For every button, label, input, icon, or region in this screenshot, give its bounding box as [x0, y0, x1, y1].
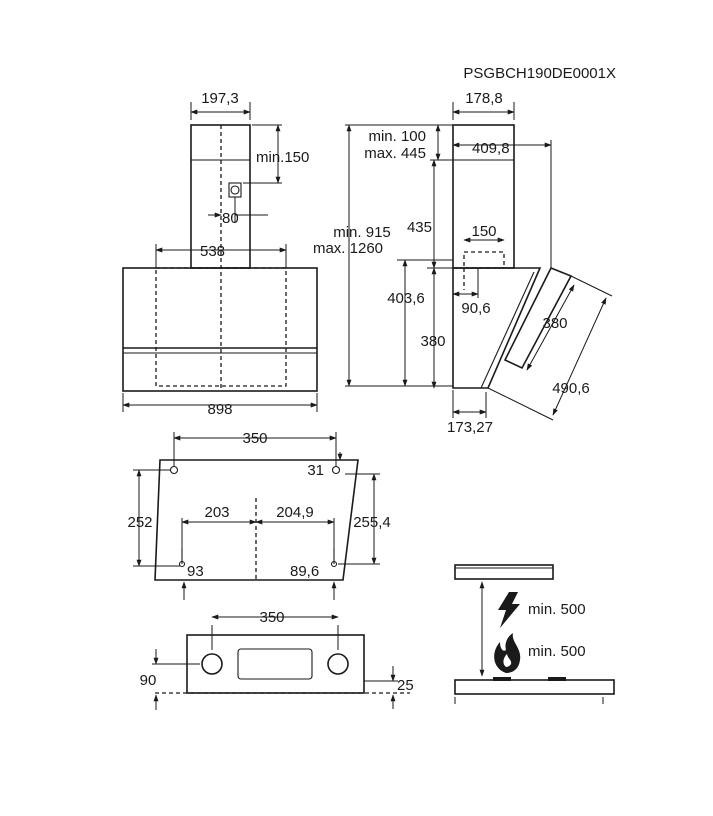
dim-bottom-left: 93	[187, 563, 204, 580]
side-canopy	[452, 267, 542, 389]
clearance-electric-label: min. 500	[528, 601, 586, 618]
display-cutout	[237, 648, 313, 680]
dim-bracket-height: 90	[140, 672, 157, 689]
dim-bracket-offset: 25	[397, 677, 414, 694]
hob-shape	[454, 679, 615, 695]
top-bracket-view: 350 31 252 203 204,9 255,4 93 89,6	[127, 430, 391, 600]
dim-depth-total: 409,8	[472, 140, 510, 157]
control-bracket	[186, 634, 365, 694]
dim-chimney-depth: 178,8	[465, 90, 503, 107]
flame-icon	[494, 633, 521, 673]
front-canopy	[122, 267, 318, 392]
dim-chimney-height: 435	[407, 219, 432, 236]
dim-opening-width: 538	[200, 243, 225, 260]
dim-height-max: max. 1260	[313, 240, 383, 257]
dim-canopy-height: 403,6	[387, 290, 425, 307]
side-view: 178,8 409,8 min. 100 max. 445 min. 915 m…	[313, 90, 613, 436]
bracket-plate	[154, 459, 359, 581]
clearance-view: min. 500 min. 500	[454, 564, 615, 704]
dim-bottom-right: 89,6	[290, 563, 319, 580]
dim-vent-offset: 90,6	[461, 300, 490, 317]
hole	[331, 465, 341, 475]
dim-hole-depth: 31	[307, 462, 324, 479]
dim-height-min: min. 915	[333, 224, 391, 241]
hole	[201, 653, 223, 675]
dim-vent-width: 150	[471, 223, 496, 240]
hole	[327, 653, 349, 675]
front-view: 197,3 min.150 80 538 898	[122, 90, 318, 418]
dim-bottom-hole-spacing: 350	[259, 609, 284, 626]
dim-chimney-width: 197,3	[201, 90, 239, 107]
lightning-icon	[498, 592, 520, 628]
dim-top-gap-min: min. 100	[368, 128, 426, 145]
dim-glass-height: 380	[542, 315, 567, 332]
dim-hole-spacing: 350	[242, 430, 267, 447]
dim-body-height: 380	[420, 333, 445, 350]
dim-min-top: min.150	[256, 149, 309, 166]
dim-offset-left: 203	[204, 504, 229, 521]
dim-top-gap-max: max. 445	[364, 145, 426, 162]
dim-offset-right: 204,9	[276, 504, 314, 521]
glass-panel	[503, 266, 573, 370]
dim-total-width: 898	[207, 401, 232, 418]
clearance-gas-label: min. 500	[528, 643, 586, 660]
dim-height-right: 255,4	[353, 514, 391, 531]
dim-base-depth: 173,27	[447, 419, 493, 436]
filter-outline	[155, 267, 287, 387]
dim-height-left: 252	[127, 514, 152, 531]
bottom-bracket-view: 350 90 25	[140, 609, 414, 710]
model-code: PSGBCH190DE0001X	[463, 65, 616, 82]
hood-shape	[454, 564, 554, 580]
dim-glass-length: 490,6	[552, 380, 590, 397]
dim-socket-offset: 80	[222, 210, 239, 227]
hole	[169, 465, 179, 475]
